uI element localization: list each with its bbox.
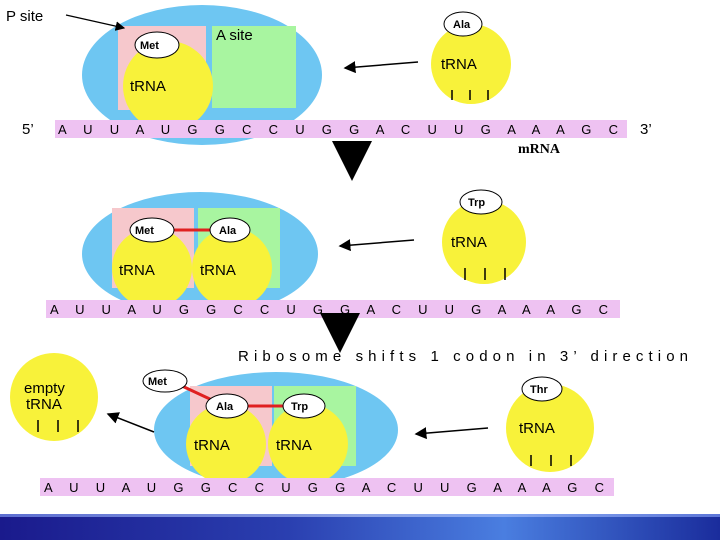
trna-incoming-thr: tRNA Thr [506,376,594,472]
anticodon-legs [464,268,506,280]
amino-acid-thr [521,376,563,402]
amino-acid-trp [459,189,503,215]
trna-body [506,384,594,472]
trna-body [192,228,272,308]
mrna-label: mRNA [518,142,561,157]
mrna-strand [55,120,627,138]
panel-3: Ribosome shifts 1 codon in 3’ direction … [10,348,688,496]
trna-body [186,404,266,484]
anticodon-legs [451,90,489,100]
amino-acid-met [142,369,188,393]
amino-acid-label: Met [148,376,167,388]
amino-acid-label: Ala [216,401,234,413]
a-site-label: A site [216,27,253,44]
mrna-strand [46,300,620,318]
anticodon-legs [530,455,572,466]
trna-body [112,228,192,308]
amino-acid-label: Met [140,40,159,52]
amino-acid-label: Ala [453,19,471,31]
panel-2: tRNA tRNA Met Ala tRNA Trp A U U A U G G… [46,189,620,318]
trna-p-site: tRNA [112,228,192,308]
trna-label: tRNA [276,437,312,454]
amino-acid-label: Thr [530,384,548,396]
trna-label: tRNA [441,56,477,73]
amino-acid-ala [443,11,483,37]
trna-body [442,200,526,284]
trna-body [10,353,98,441]
panel-1: A site P site tRNA Met tRNA Ala 5’ A U U… [6,5,652,157]
amino-acid-trp [282,393,326,419]
amino-acid-label: Met [135,225,154,237]
trna-body [431,24,511,104]
trna-incoming-ala: tRNA Ala [431,11,511,104]
p-site-pointer-arrow [65,14,126,31]
shift-caption: Ribosome shifts 1 codon in 3’ direction [238,348,688,365]
peptide-bond [181,384,213,402]
trna-incoming-trp: tRNA Trp [442,189,526,284]
trna-a-site: tRNA [268,404,348,484]
anticodon-legs [37,420,79,432]
amino-acid-ala [209,217,251,243]
trna-label: tRNA [194,437,230,454]
incoming-arrow [414,427,489,440]
amino-acid-met [134,31,180,59]
trna-label: tRNA [119,262,155,279]
trna-label: tRNA [130,78,166,95]
exit-arrow [106,412,155,433]
a-site-box [212,26,296,108]
amino-acid-label: Ala [219,225,237,237]
amino-acid-ala [205,393,249,419]
trna-body [268,404,348,484]
mrna-sequence: A U U A U G G C C U G G A C U U G A A A … [58,122,618,137]
trna-empty-line2: tRNA [26,396,62,413]
incoming-arrow [338,239,415,252]
amino-acid-label: Trp [291,401,308,413]
trna-label: tRNA [451,234,487,251]
trna-body [123,41,213,131]
trna-label: tRNA [519,420,555,437]
incoming-arrow [343,61,419,74]
trna-p-site: tRNA [186,404,266,484]
trna-a-site: tRNA [192,228,272,308]
trna-empty: empty tRNA [10,353,98,441]
p-site-label: P site [6,8,43,25]
mrna-three-prime: 3’ [640,121,652,138]
trna-label: tRNA [200,262,236,279]
mrna-sequence: A U U A U G G C C U G G A C U U G A A A … [44,480,604,495]
slide-footer-bar [0,514,720,540]
mrna-sequence: A U U A U G G C C U G G A C U U G A A A … [50,302,608,317]
trna-empty-line1: empty [24,380,65,397]
mrna-five-prime: 5’ [22,121,34,138]
amino-acid-label: Trp [468,197,485,209]
mrna-strand [40,478,614,496]
trna-p-site: tRNA Met [123,31,213,131]
amino-acid-met [129,217,175,243]
